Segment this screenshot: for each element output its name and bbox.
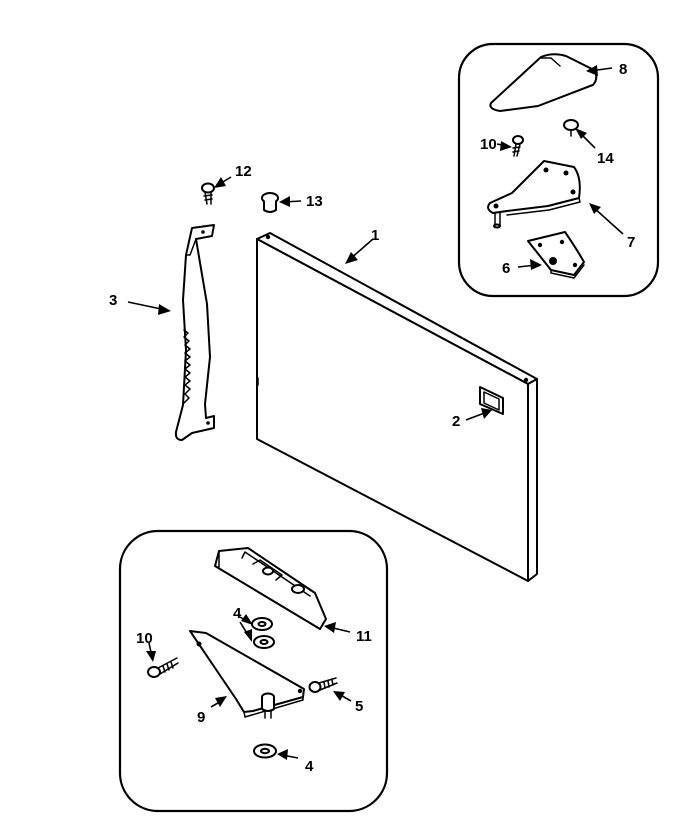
handle-part	[174, 224, 215, 441]
callout-door-panel: 1	[371, 227, 379, 244]
hinge-shim-plate-part	[527, 231, 585, 279]
leader-bottom-hinge	[210, 696, 227, 708]
leader-hinge-shim-plate	[517, 259, 542, 270]
hinge-cover-part	[489, 53, 598, 112]
callout-bottom-inset-screw: 10	[136, 630, 153, 647]
handle-screw-part	[201, 182, 215, 205]
callout-bottom-hinge: 9	[197, 709, 205, 726]
leader-bottom-hinge-screw	[333, 691, 352, 702]
callout-bottom-hinge-screw: 5	[355, 698, 363, 715]
leader-bottom-inset-screw	[146, 642, 156, 662]
lower-washer-part	[253, 743, 277, 759]
callout-hinge-shim-plate: 6	[502, 260, 510, 277]
hinge-block-part	[214, 547, 327, 630]
callout-handle-screw: 12	[235, 163, 252, 180]
leader-hinge-cover-pin	[575, 128, 596, 149]
callout-hinge-cover-pin: 14	[597, 150, 614, 167]
callout-hinge-block: 11	[356, 628, 372, 645]
callout-upper-washer: 4	[233, 605, 242, 622]
callout-top-inset-screw: 10	[480, 136, 497, 153]
leader-door-panel	[345, 238, 374, 264]
callout-hinge-cover: 8	[619, 61, 627, 78]
callout-nameplate: 2	[452, 413, 460, 430]
callout-lower-washer: 4	[305, 758, 314, 775]
upper-washers-part	[251, 617, 275, 649]
leader-top-inset-screw	[496, 141, 512, 151]
top-inset-screw-part	[512, 135, 524, 157]
bottom-hinge-part	[189, 630, 305, 719]
leader-nameplate	[465, 408, 492, 421]
leader-upper-washers	[239, 614, 253, 642]
callout-handle: 3	[109, 292, 117, 309]
leader-handle-screw	[214, 176, 232, 188]
nameplate-part	[479, 386, 504, 415]
bottom-hinge-screw-part	[308, 677, 338, 693]
door-panel-part	[256, 232, 538, 582]
leader-hinge-block	[324, 622, 351, 633]
plug-button-part	[261, 192, 279, 213]
callout-top-hinge: 7	[627, 234, 635, 251]
top-hinge-part	[487, 160, 581, 229]
leader-handle	[127, 301, 171, 315]
callout-plug-button: 13	[306, 193, 323, 210]
leader-top-hinge	[589, 203, 624, 235]
leader-lower-washer	[277, 749, 299, 760]
hinge-cover-pin-part	[563, 119, 579, 137]
bottom-inset-screw-part	[147, 657, 179, 678]
leader-plug-button	[279, 196, 302, 207]
leader-hinge-cover	[586, 65, 613, 76]
